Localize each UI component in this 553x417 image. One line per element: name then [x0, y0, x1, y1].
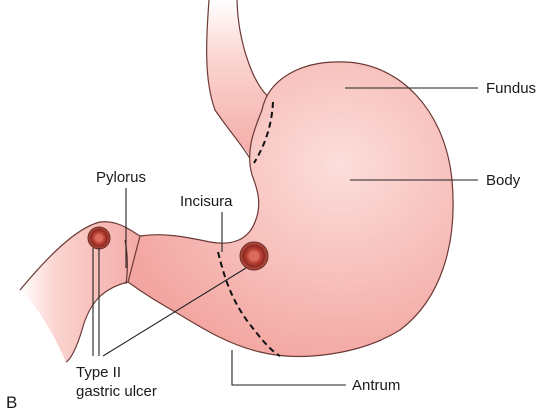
duodenum-shape: [20, 222, 140, 362]
ulcer-duodenal-site: [88, 227, 110, 249]
label-pylorus: Pylorus: [96, 169, 146, 186]
label-ulcer-line1: Type II: [76, 364, 121, 381]
label-incisura: Incisura: [180, 193, 233, 210]
label-body: Body: [486, 172, 521, 189]
ulcer-incisura-site: [240, 242, 268, 270]
label-fundus: Fundus: [486, 80, 536, 97]
label-ulcer-line2: gastric ulcer: [76, 383, 157, 400]
stomach-shape: [128, 62, 453, 357]
panel-letter: B: [6, 393, 17, 412]
label-antrum: Antrum: [352, 377, 400, 394]
